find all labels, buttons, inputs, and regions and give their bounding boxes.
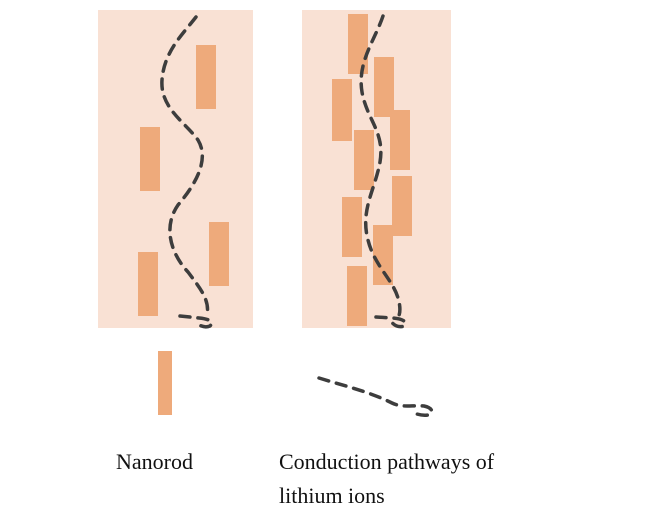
legend-pathway-label: Conduction pathways of lithium ions <box>279 445 494 513</box>
nanorod <box>209 222 229 286</box>
legend-pathway-label-line2: lithium ions <box>279 483 385 508</box>
lithium-ion-pathway-right <box>359 14 402 320</box>
lithium-ion-pathway-left <box>160 15 210 317</box>
nanorod <box>342 197 362 257</box>
legend-nanorod-label: Nanorod <box>116 449 193 474</box>
nanorod <box>392 176 412 236</box>
nanorod <box>138 252 158 316</box>
left-electrode-panel <box>98 10 253 329</box>
pathway-arrowhead-right <box>374 315 407 329</box>
nanorod <box>354 130 374 190</box>
nanorod <box>374 57 394 117</box>
nanorod <box>140 127 160 191</box>
legend-pathway-symbol <box>317 376 434 417</box>
nanorod <box>373 225 393 285</box>
nanorod <box>196 45 216 109</box>
right-electrode-panel <box>302 10 451 329</box>
nanorod <box>347 266 367 326</box>
legend-nanorod-symbol <box>158 351 172 415</box>
pathway-arrowhead-left <box>178 314 214 329</box>
left-electrode-background <box>98 10 253 328</box>
nanorod <box>390 110 410 170</box>
nanorod <box>348 14 368 74</box>
legend-pathway-label-line1: Conduction pathways of <box>279 449 495 474</box>
nanorod <box>332 79 352 141</box>
